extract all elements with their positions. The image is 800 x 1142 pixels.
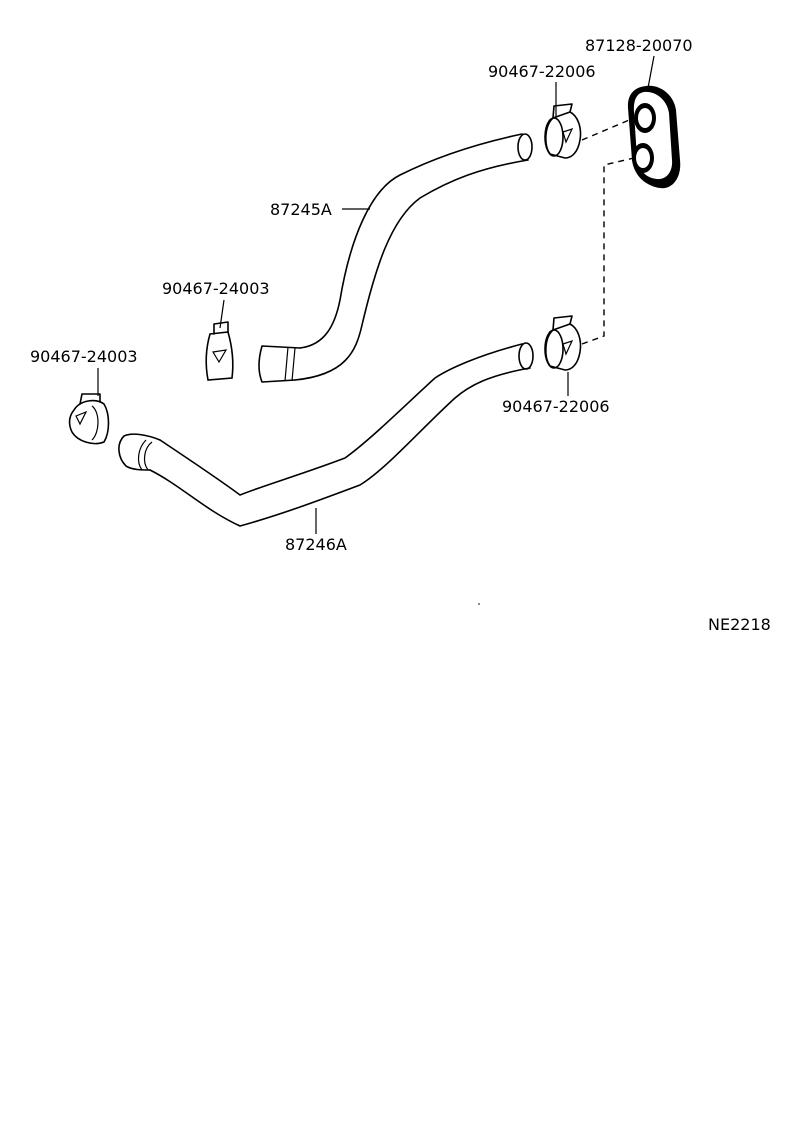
- label-hose-upper: 87245A: [270, 200, 332, 219]
- stray-mark: [478, 603, 480, 605]
- label-grommet: 87128-20070: [585, 36, 693, 55]
- label-clamp-far-left: 90467-24003: [30, 347, 138, 366]
- dash-upper: [581, 117, 635, 141]
- label-clamp-lower-right: 90467-22006: [502, 397, 610, 416]
- grommet: [627, 85, 681, 189]
- clamp-far-left: [68, 393, 110, 445]
- hose-upper: [258, 133, 533, 383]
- hose-lower: [118, 342, 534, 527]
- diagram-code: NE2218: [708, 615, 771, 634]
- clamp-mid-left: [205, 321, 234, 381]
- clamp-upper-right: [544, 103, 582, 159]
- label-clamp-mid-left: 90467-24003: [162, 279, 270, 298]
- dash-lower: [581, 157, 635, 345]
- clamp-lower-right: [544, 315, 582, 371]
- label-clamp-upper-right: 90467-22006: [488, 62, 596, 81]
- label-hose-lower: 87246A: [285, 535, 347, 554]
